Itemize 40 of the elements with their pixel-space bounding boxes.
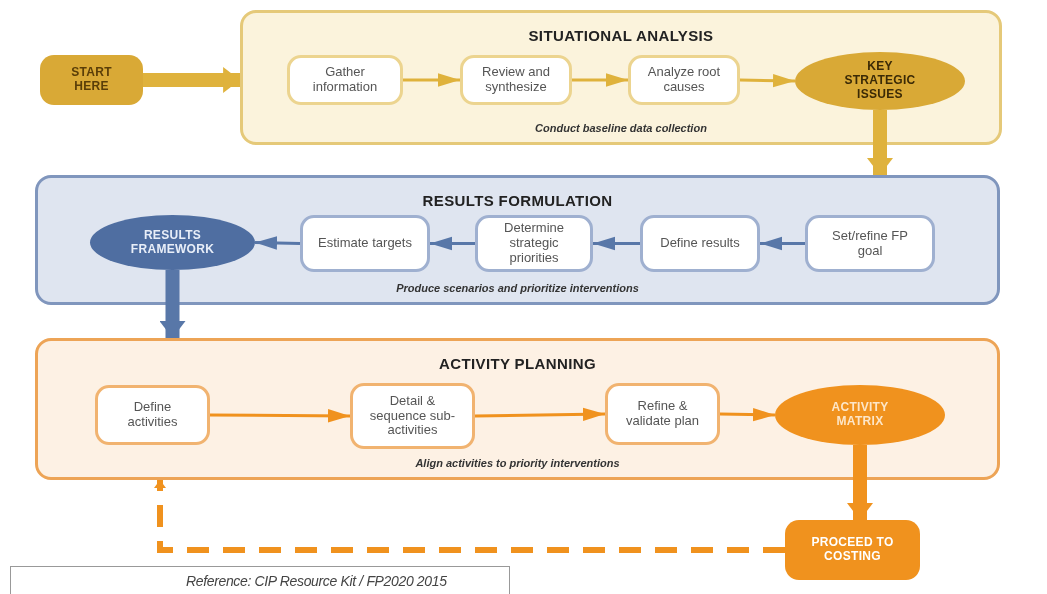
- arrow: [719, 407, 776, 422]
- section-title: RESULTS FORMULATION: [421, 191, 614, 211]
- process-box: Analyze root causes: [628, 55, 740, 105]
- end-box: PROCEED TO COSTING: [785, 520, 920, 580]
- arrow: [572, 73, 628, 87]
- section-panel: [35, 338, 1000, 480]
- section-title: ACTIVITY PLANNING: [438, 354, 597, 374]
- arrow: [210, 409, 350, 423]
- process-box: Set/refine FP goal: [805, 215, 935, 272]
- arrow: [847, 445, 873, 520]
- arrow: [159, 270, 186, 338]
- outcome-ellipse: RESULTS FRAMEWORK: [90, 215, 255, 270]
- process-box: Refine & validate plan: [605, 383, 720, 445]
- arrow: [474, 407, 606, 422]
- arrow: [403, 73, 460, 87]
- arrow: [254, 236, 301, 250]
- reference-note: Reference: CIP Resource Kit / FP2020 2015: [10, 566, 510, 594]
- process-box: Define results: [640, 215, 760, 272]
- arrow: [867, 110, 893, 175]
- process-box: Estimate targets: [300, 215, 430, 272]
- section-panel: [35, 175, 1000, 305]
- arrow: [154, 480, 785, 553]
- process-box: Review and synthesize: [460, 55, 572, 105]
- arrow: [430, 236, 475, 251]
- process-box: Determine strategic priorities: [475, 215, 593, 272]
- outcome-ellipse: ACTIVITY MATRIX: [775, 385, 945, 445]
- process-box: Detail & sequence sub-activities: [350, 383, 475, 449]
- start-box: START HERE: [40, 55, 143, 105]
- arrow: [593, 236, 640, 251]
- section-title: SITUATIONAL ANALYSIS: [527, 26, 715, 46]
- goal-note: Conduct baseline data collection: [534, 120, 708, 136]
- arrow: [143, 67, 240, 93]
- arrow: [739, 73, 796, 88]
- goal-note: Produce scenarios and prioritize interventions: [395, 280, 640, 296]
- arrow: [760, 236, 805, 251]
- goal-note: Align activities to priority interventions: [414, 455, 621, 471]
- process-box: Gather information: [287, 55, 403, 105]
- process-box: Define activities: [95, 385, 210, 445]
- section-panel: [240, 10, 1002, 145]
- outcome-ellipse: KEY STRATEGIC ISSUES: [795, 52, 965, 110]
